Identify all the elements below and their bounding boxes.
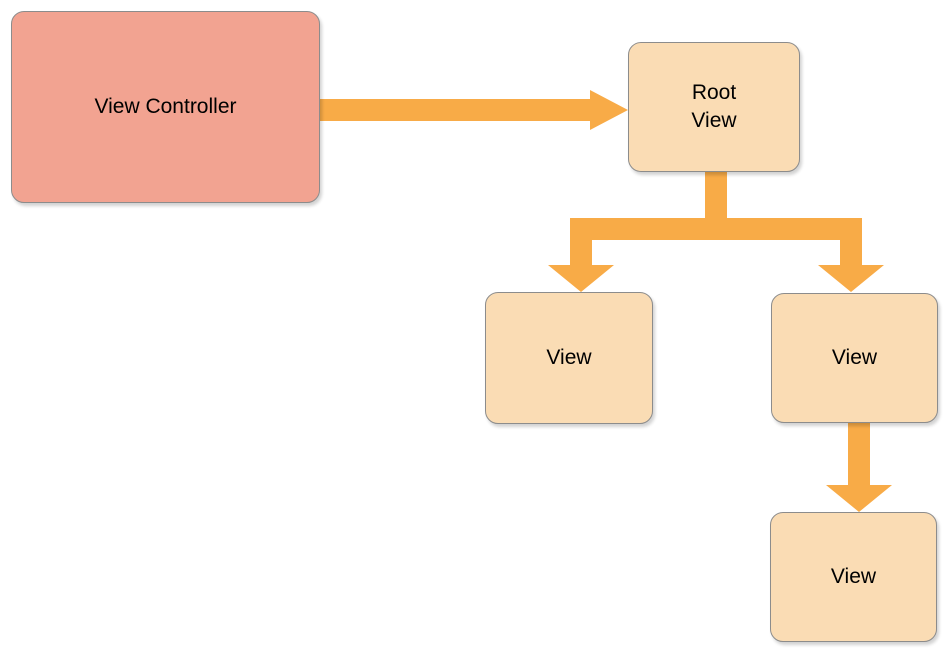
node-view-controller[interactable]: View Controller bbox=[11, 11, 320, 203]
node-label-view-right: View bbox=[831, 346, 878, 369]
node-label-view-controller: View Controller bbox=[94, 95, 237, 118]
node-label-root-view: Root View bbox=[691, 81, 737, 132]
edge-controller-to-root bbox=[318, 90, 632, 130]
node-root-view[interactable]: Root View bbox=[628, 42, 800, 172]
node-label-view-left: View bbox=[546, 346, 592, 369]
arrow-right-shape bbox=[318, 90, 628, 130]
arrow-down-shape bbox=[826, 420, 892, 512]
edge-root-branch bbox=[548, 170, 884, 292]
node-label-view-bottom: View bbox=[830, 565, 877, 588]
edge-view-right-to-view-bottom bbox=[826, 420, 892, 512]
node-view-left[interactable]: View bbox=[485, 292, 653, 424]
node-view-bottom[interactable]: View bbox=[770, 512, 937, 642]
node-view-right[interactable]: View bbox=[771, 293, 938, 423]
arrow-branch-shape bbox=[548, 170, 884, 292]
